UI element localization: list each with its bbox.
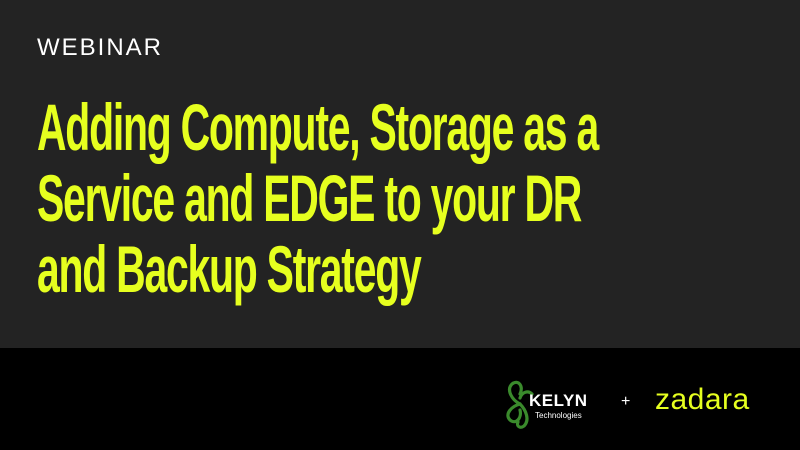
partner-separator: + <box>621 393 631 410</box>
headline-line-2: Service and EDGE to your DR <box>37 161 582 235</box>
eyebrow-label: WEBINAR <box>37 34 164 61</box>
kelyn-wordmark: KELYN <box>529 391 588 410</box>
headline-line-1: Adding Compute, Storage as a <box>37 90 599 164</box>
partner-bar <box>0 348 800 450</box>
headline: Adding Compute, Storage as a Service and… <box>37 90 599 306</box>
clover-logo-icon <box>506 380 534 429</box>
headline-line-3: and Backup Strategy <box>37 232 422 306</box>
kelyn-subtitle: Technologies <box>535 411 582 420</box>
zadara-logo: zadara <box>655 383 750 416</box>
hero-panel <box>0 0 800 348</box>
kelyn-logo: KELYN Technologies <box>502 376 598 432</box>
